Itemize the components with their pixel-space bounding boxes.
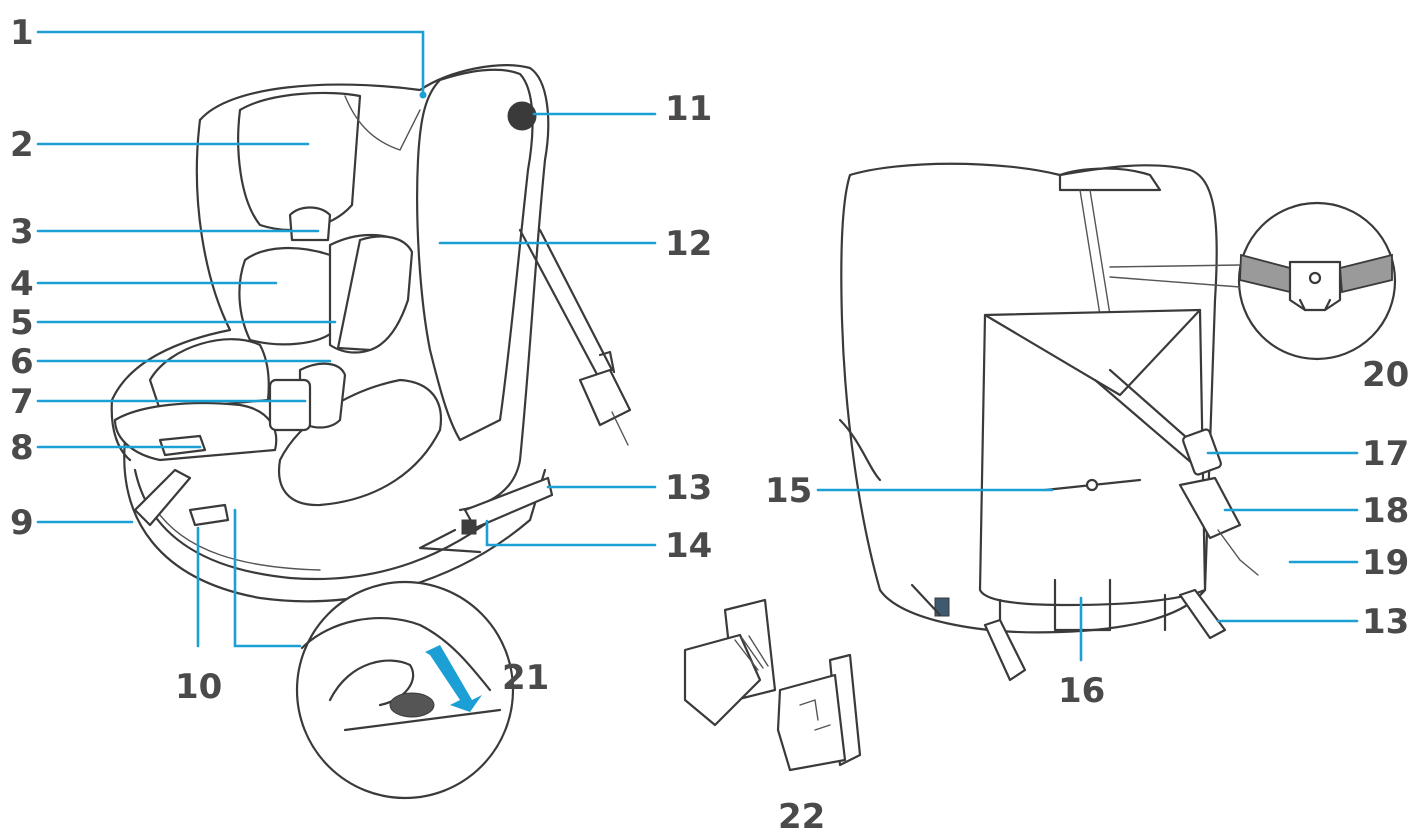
callout-1: 1 xyxy=(10,13,34,53)
callout-13-right: 13 xyxy=(1362,602,1409,642)
callout-3: 3 xyxy=(10,212,34,252)
callout-7: 7 xyxy=(10,382,34,422)
callout-11: 11 xyxy=(665,89,712,129)
leader-1 xyxy=(36,30,425,97)
callout-numbers: 1 2 3 4 5 6 7 8 9 10 11 12 13 14 15 16 1… xyxy=(10,13,1409,837)
callout-17: 17 xyxy=(1362,434,1409,474)
callout-2: 2 xyxy=(10,125,34,165)
callout-6: 6 xyxy=(10,342,34,382)
front-seat-illustration xyxy=(110,64,632,603)
recline-handle-zoom xyxy=(295,580,515,800)
callout-13-left: 13 xyxy=(665,468,712,508)
leader-14 xyxy=(485,519,657,547)
leader-lines xyxy=(36,30,1359,662)
callout-20: 20 xyxy=(1362,355,1409,395)
callout-21: 21 xyxy=(502,658,549,698)
callout-22: 22 xyxy=(778,797,825,837)
callout-14: 14 xyxy=(665,526,712,566)
tether-zoom xyxy=(1109,201,1397,361)
callout-12: 12 xyxy=(665,224,712,264)
callout-9: 9 xyxy=(10,503,34,543)
isofix-guides xyxy=(683,598,862,772)
leader-21 xyxy=(233,508,302,648)
callout-8: 8 xyxy=(10,428,34,468)
callout-5: 5 xyxy=(10,303,34,343)
callout-16: 16 xyxy=(1058,671,1105,711)
callout-10: 10 xyxy=(175,667,222,707)
callout-18: 18 xyxy=(1362,491,1409,531)
callout-15: 15 xyxy=(765,471,812,511)
callout-19: 19 xyxy=(1362,543,1409,583)
rear-seat-illustration xyxy=(838,162,1259,682)
callout-4: 4 xyxy=(10,264,34,304)
